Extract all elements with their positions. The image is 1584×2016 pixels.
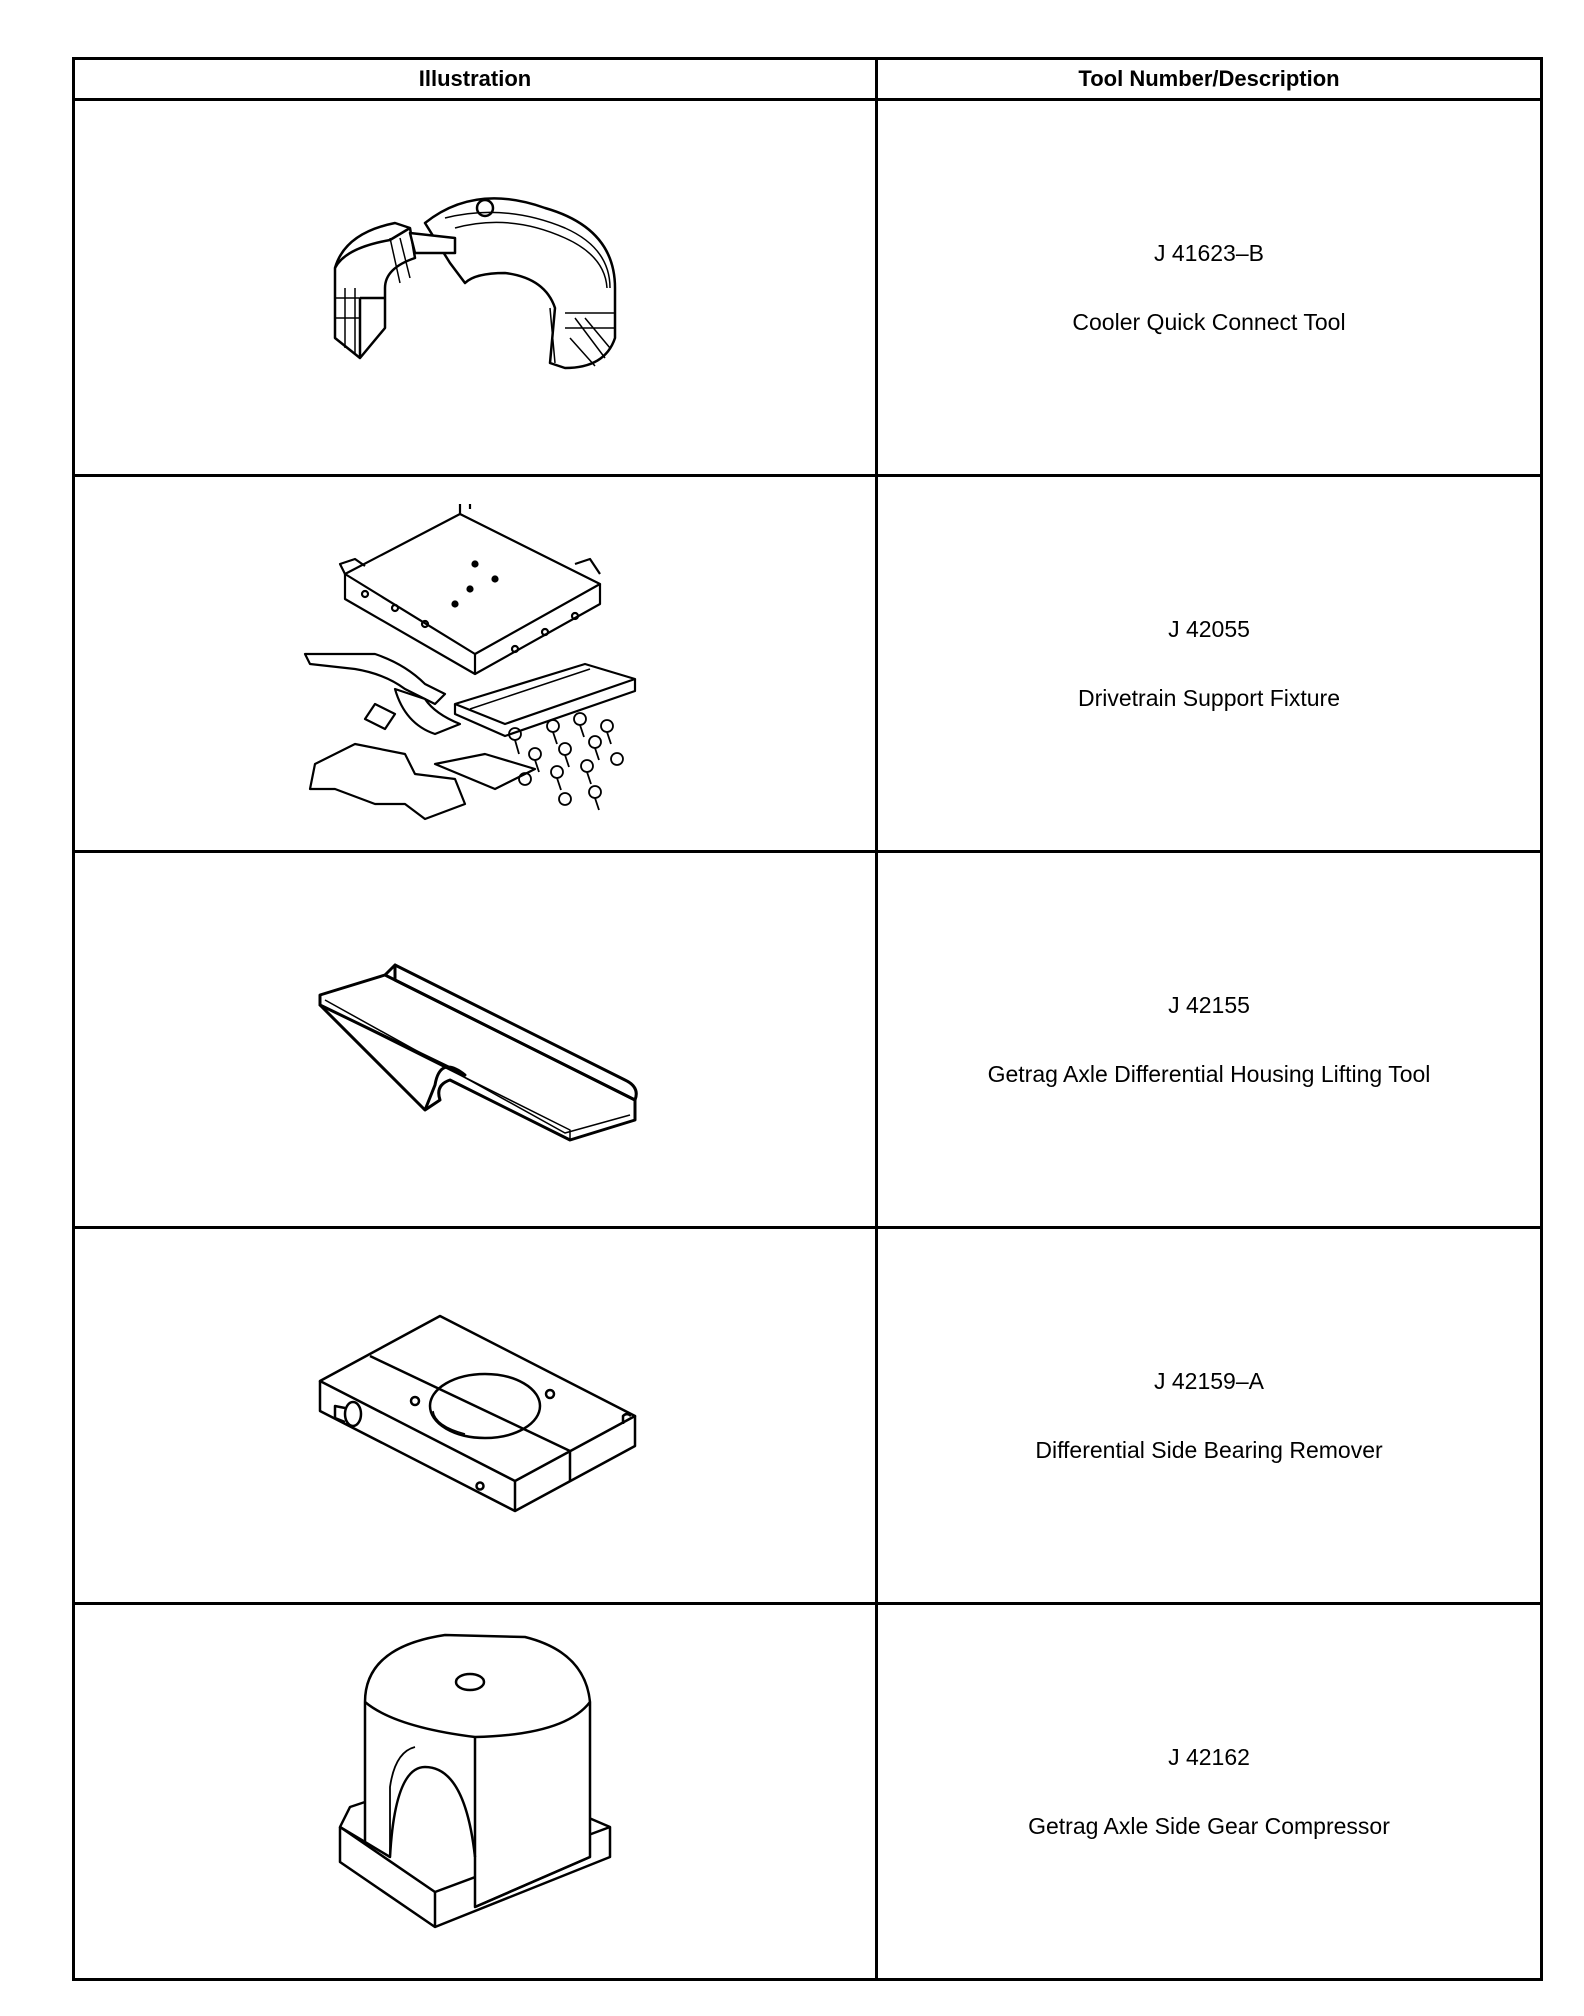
table-row: J 42055 Drivetrain Support Fixture (72, 474, 1543, 853)
table-row: J 42159–A Differential Side Bearing Remo… (72, 1226, 1543, 1605)
tool-number: J 42159–A (1154, 1367, 1264, 1394)
tool-name: Getrag Axle Differential Housing Lifting… (987, 1060, 1431, 1087)
header-illustration: Illustration (72, 57, 878, 101)
tool-number: J 42055 (1168, 615, 1250, 642)
description-cell: J 42155 Getrag Axle Differential Housing… (875, 850, 1543, 1229)
side-gear-compressor-icon (338, 1633, 612, 1928)
illustration-cell (72, 474, 878, 853)
illustration-cell (72, 850, 878, 1229)
tool-name: Getrag Axle Side Gear Compressor (1028, 1812, 1390, 1839)
tool-name: Cooler Quick Connect Tool (1072, 308, 1346, 335)
description-cell: J 42159–A Differential Side Bearing Remo… (875, 1226, 1543, 1605)
drivetrain-support-fixture-icon (303, 503, 637, 820)
description-cell: J 42162 Getrag Axle Side Gear Compressor (875, 1602, 1543, 1981)
table-row: J 42155 Getrag Axle Differential Housing… (72, 850, 1543, 1229)
header-description: Tool Number/Description (875, 57, 1543, 101)
description-cell: J 42055 Drivetrain Support Fixture (875, 474, 1543, 853)
description-cell: J 41623–B Cooler Quick Connect Tool (875, 98, 1543, 477)
tool-number: J 41623–B (1154, 239, 1264, 266)
illustration-cell (72, 1602, 878, 1981)
tool-table: Illustration Tool Number/Description (72, 57, 1543, 1981)
tool-name: Differential Side Bearing Remover (1035, 1436, 1383, 1463)
tool-number: J 42155 (1168, 991, 1250, 1018)
illustration-cell (72, 98, 878, 477)
tool-name: Drivetrain Support Fixture (1077, 684, 1341, 711)
table-row: J 42162 Getrag Axle Side Gear Compressor (72, 1602, 1543, 1981)
side-bearing-remover-icon (318, 1314, 637, 1512)
tool-number: J 42162 (1168, 1743, 1250, 1770)
cooler-quick-connect-tool-icon (333, 196, 617, 369)
lifting-tool-icon (318, 963, 638, 1141)
table-row: J 41623–B Cooler Quick Connect Tool (72, 98, 1543, 477)
header-row: Illustration Tool Number/Description (72, 57, 1543, 101)
illustration-cell (72, 1226, 878, 1605)
